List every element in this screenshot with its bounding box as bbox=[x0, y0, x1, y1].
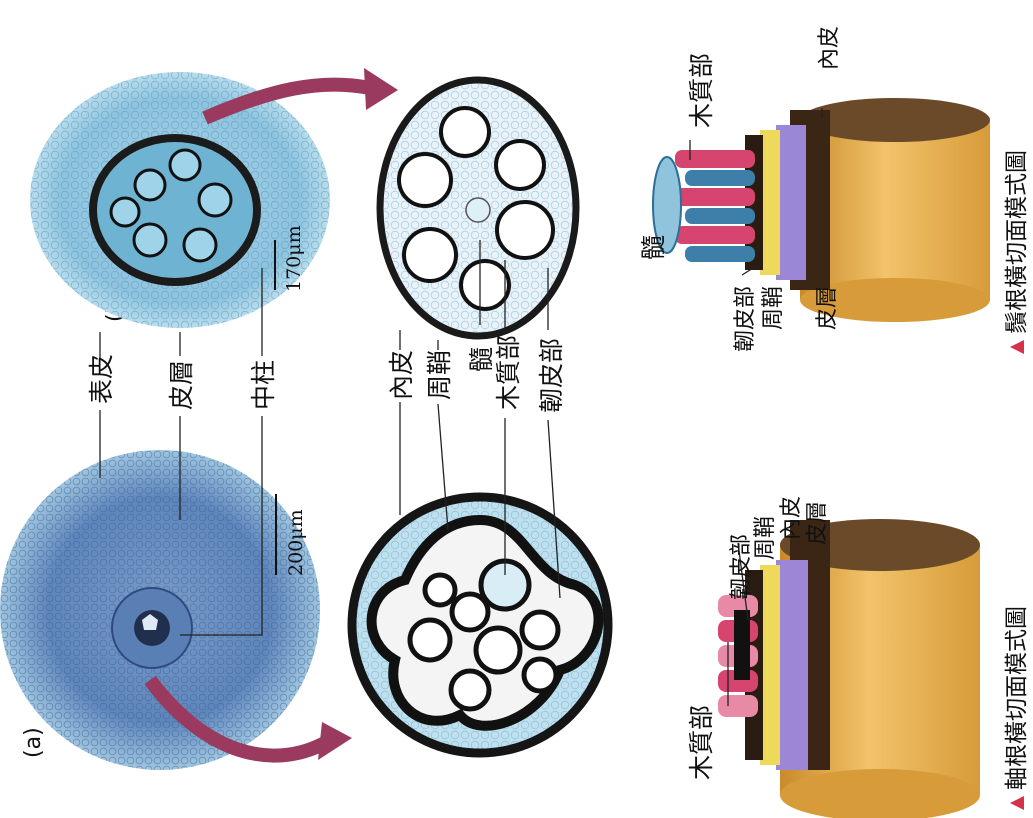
panel-a-letter: (a) bbox=[21, 727, 46, 758]
panel-a-label-xylem: 木質部 bbox=[687, 705, 716, 780]
panel-a-enlarged-stele bbox=[352, 497, 608, 753]
panel-b-label-pith: 髓 bbox=[639, 235, 668, 260]
panel-b-scale-label: 170μm bbox=[283, 225, 305, 292]
label-stele: 中柱 bbox=[249, 360, 278, 410]
panel-a-label-cortex: 皮層 bbox=[805, 501, 830, 545]
label-endodermis: 內皮 bbox=[387, 350, 416, 400]
label-cortex: 皮層 bbox=[167, 360, 196, 410]
panel-a-micrograph bbox=[0, 450, 320, 770]
panel-a-label-endodermis: 內皮 bbox=[779, 496, 804, 540]
panel-a-caption-text: 軸根橫切面模式圖 bbox=[1004, 606, 1030, 790]
panel-a-label-phloem: 韌皮部 bbox=[729, 534, 754, 600]
panel-b-label-pericycle: 周鞘 bbox=[761, 286, 786, 330]
panel-b-endodermis-layer bbox=[776, 125, 806, 280]
panel-a-label-pericycle: 周鞘 bbox=[753, 516, 778, 560]
panel-a-xylem-bundle bbox=[718, 595, 758, 717]
panel-b-caption-text: 鬚根橫切面模式圖 bbox=[1004, 150, 1030, 334]
label-phloem: 韌皮部 bbox=[537, 338, 566, 413]
caption-b-triangle-icon bbox=[1010, 340, 1024, 354]
label-epidermis: 表皮 bbox=[87, 354, 116, 404]
caption-a-triangle-icon bbox=[1010, 796, 1024, 810]
panel-a-endodermis-layer bbox=[776, 560, 808, 770]
panel-a-3d-model bbox=[718, 519, 980, 818]
panel-b-enlarged-stele bbox=[380, 80, 576, 336]
panel-a-caption: 軸根橫切面模式圖 bbox=[1004, 606, 1030, 810]
label-pericycle: 周鞘 bbox=[425, 350, 454, 400]
panel-b-label-cortex: 皮層 bbox=[815, 286, 840, 330]
panel-b-xylem-pith-bundle bbox=[653, 150, 755, 262]
panel-b-label-endodermis: 內皮 bbox=[817, 26, 842, 70]
panel-a: (a) 200μm bbox=[0, 450, 1030, 818]
panel-b: (b) 170μm bbox=[30, 26, 1030, 354]
panel-b-label-phloem: 韌皮部 bbox=[733, 286, 758, 352]
panel-a-scale-label: 200μm bbox=[285, 509, 307, 576]
label-xylem: 木質部 bbox=[494, 335, 523, 410]
panel-b-caption: 鬚根橫切面模式圖 bbox=[1004, 150, 1030, 354]
label-pith: 髓 bbox=[467, 347, 496, 372]
panel-b-label-xylem: 木質部 bbox=[687, 53, 716, 128]
